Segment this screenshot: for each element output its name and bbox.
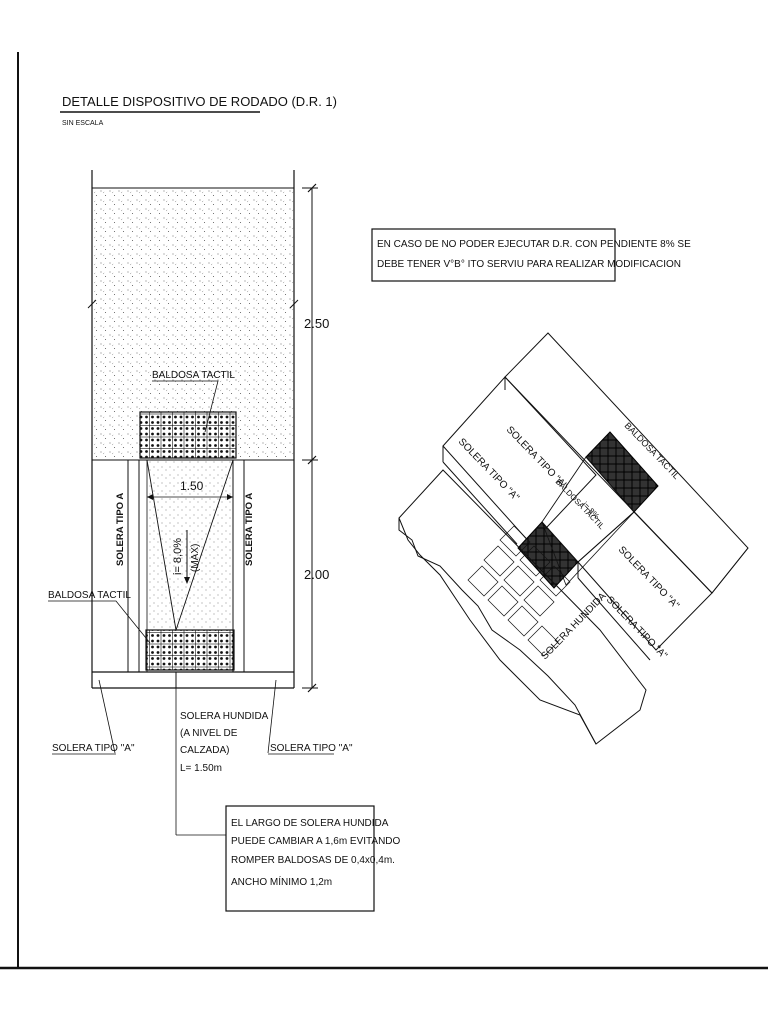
break-mark-right	[289, 299, 299, 309]
label-solera-right: SOLERA TIPO "A"	[270, 743, 353, 754]
iso-label-solera-a4: SOLERA TIPO "A"	[604, 594, 670, 661]
note-bottom-frame	[225, 805, 375, 912]
drawing-title: DETALLE DISPOSITIVO DE RODADO (D.R. 1)	[62, 94, 337, 109]
iso-back-top-edge	[711, 547, 749, 594]
slope-arrowhead	[184, 577, 190, 584]
iso-curb-edge-2	[442, 461, 518, 545]
slope-value: i= 8,0%	[172, 538, 184, 575]
plan-view: 1.50 i= 8,0% (MAX) SOLERA TIPO A SOLERA …	[48, 170, 353, 836]
label-baldosa-top: BALDOSA TACTIL	[152, 370, 235, 381]
leader-baldosa-bottom	[48, 600, 151, 644]
note-bottom-line-1: EL LARGO DE SOLERA HUNDIDA	[231, 818, 389, 829]
iso-curb-upper-left	[442, 376, 597, 545]
dim-width: 1.50	[180, 479, 204, 493]
dim-bottom: 2.00	[304, 567, 329, 582]
dim-ticks	[307, 183, 317, 693]
iso-ramp-fold	[541, 511, 635, 586]
note-bottom-line-2: PUEDE CAMBIAR A 1,6m EVITANDO	[231, 836, 401, 847]
note-top-line-1: EN CASO DE NO PODER EJECUTAR D.R. CON PE…	[377, 239, 691, 250]
label-solera-hundida-4: L= 1.50m	[180, 763, 222, 774]
note-top-line-2: DEBE TENER V°B° ITO SERVIU PARA REALIZAR…	[377, 259, 681, 270]
tactile-tile-bottom	[145, 629, 235, 671]
break-mark-left	[87, 299, 97, 309]
iso-label-baldosa-2: BALDOSA TACTIL	[554, 477, 607, 531]
ramp-fold-lines	[146, 459, 234, 631]
label-solera-left: SOLERA TIPO "A"	[52, 743, 135, 754]
iso-label-solera-hundida: SOLERA HUNDIDA	[539, 591, 609, 662]
leader-solera-left	[98, 679, 116, 754]
note-top-frame	[371, 228, 616, 282]
iso-curb-right-bottom	[577, 577, 651, 661]
note-bottom-box: EL LARGO DE SOLERA HUNDIDA PUEDE CAMBIAR…	[225, 805, 401, 912]
label-solera-hundida-3: CALZADA)	[180, 745, 229, 756]
tactile-tile-top	[139, 411, 237, 459]
leader-baldosa-top	[152, 380, 219, 433]
drawing-subtitle: SIN ESCALA	[62, 120, 104, 127]
note-bottom-line-4: ANCHO MÍNIMO 1,2m	[231, 875, 332, 888]
leader-solera-right	[267, 679, 277, 754]
iso-label-solera-a3: SOLERA TIPO "A"	[616, 544, 682, 611]
slope-max: (MAX)	[190, 544, 201, 572]
isometric-view: SOLERA TIPO "A" SOLERA TIPO "A" SOLERA T…	[398, 332, 749, 745]
label-solera-hundida-1: SOLERA HUNDIDA	[180, 711, 269, 722]
label-solera-right-vertical: SOLERA TIPO A	[244, 493, 255, 566]
iso-street-crosswalk	[467, 525, 571, 657]
note-top-box: EN CASO DE NO PODER EJECUTAR D.R. CON PE…	[371, 228, 691, 282]
note-bottom-line-3: ROMPER BALDOSAS DE 0,4x0,4m.	[231, 855, 395, 866]
label-solera-hundida-2: (A NIVEL DE	[180, 728, 238, 739]
label-baldosa-bottom: BALDOSA TACTIL	[48, 590, 131, 601]
iso-curb-right	[577, 511, 713, 651]
iso-street-break-edge	[398, 518, 597, 745]
dim-top: 2.50	[304, 316, 329, 331]
label-solera-left-vertical: SOLERA TIPO A	[115, 493, 126, 566]
